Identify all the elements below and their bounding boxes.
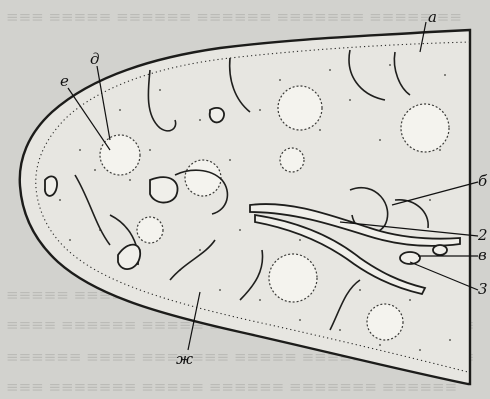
label-d: д (90, 50, 100, 68)
label-2: 2 (477, 226, 488, 244)
label-a: а (428, 8, 437, 26)
label-e: е (60, 72, 69, 90)
svg-text:≡≡≡ ≡≡≡≡≡ ≡≡≡≡≡≡ ≡≡≡≡≡≡ ≡≡≡≡≡≡: ≡≡≡ ≡≡≡≡≡ ≡≡≡≡≡≡ ≡≡≡≡≡≡ ≡≡≡≡≡≡≡ ≡≡≡≡≡ ≡≡ (6, 8, 462, 26)
label-3: 3 (478, 280, 488, 298)
label-zh: ж (176, 350, 193, 368)
label-v: в (478, 246, 487, 264)
svg-text:≡≡≡ ≡≡≡≡≡≡≡ ≡≡≡≡≡ ≡≡≡≡≡≡ ≡≡≡≡≡: ≡≡≡ ≡≡≡≡≡≡≡ ≡≡≡≡≡ ≡≡≡≡≡≡ ≡≡≡≡≡≡≡ ≡≡≡≡≡≡ (6, 378, 457, 396)
label-b: б (478, 172, 488, 190)
